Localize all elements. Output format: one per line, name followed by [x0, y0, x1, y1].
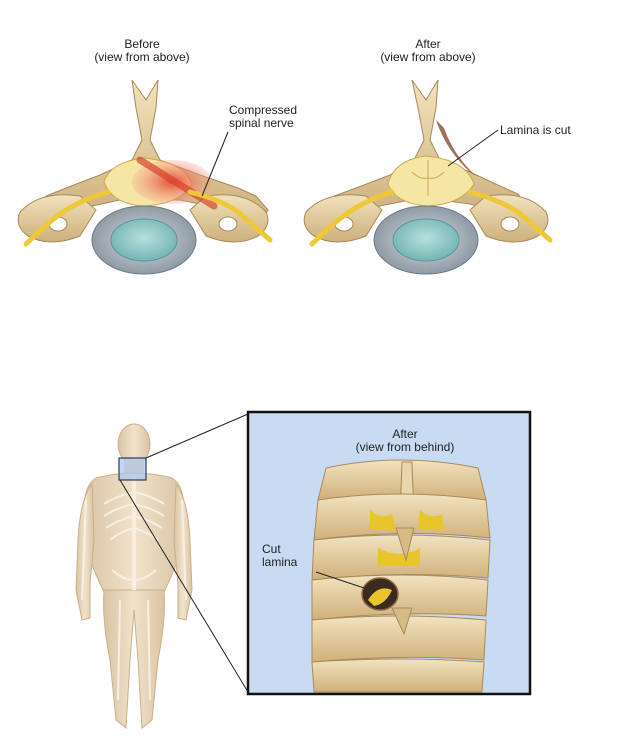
callout-line-compressed [201, 131, 229, 197]
inset-title: After (view from behind) [339, 428, 471, 454]
disc-core [110, 218, 178, 262]
before-title-line2: (view from above) [94, 50, 190, 64]
before-title: Before (view from above) [82, 38, 202, 64]
lamina-cut-label: Lamina is cut [500, 123, 571, 137]
after-title: After (view from above) [368, 38, 488, 64]
spinal-cord [387, 155, 475, 207]
inset-title-line1: After [392, 427, 418, 441]
cut-lamina-surface [436, 120, 476, 176]
compressed-label-line2: spinal nerve [229, 116, 294, 130]
inset-title-line2: (view from behind) [355, 440, 455, 454]
disc-core [392, 218, 460, 262]
vertebra-before [17, 79, 273, 275]
callout-line-cut-lamina [315, 571, 365, 589]
nerve-left [23, 189, 111, 247]
before-title-line1: Before [124, 37, 160, 51]
cut-lamina-line1: Cut [262, 542, 281, 556]
zoom-line-bottom [119, 479, 249, 693]
neck-highlight-box [118, 457, 147, 481]
spine-posterior [311, 459, 491, 693]
body-figure [75, 423, 193, 729]
cut-lamina-line2: lamina [262, 555, 298, 569]
vertebra-after [303, 79, 553, 275]
inset-panel [246, 410, 532, 696]
spinous-process [321, 79, 529, 221]
compressed-label-line1: Compressed [229, 103, 298, 117]
after-title-line2: (view from above) [380, 50, 476, 64]
cut-lamina-label: Cut lamina [262, 543, 297, 569]
compressed-nerve-label: Compressed spinal nerve [229, 104, 297, 130]
nerve-right [187, 189, 273, 243]
nerve-right [467, 189, 553, 243]
nerve-left [309, 189, 395, 247]
callout-line-lamina-cut [447, 129, 499, 167]
zoom-line-top [145, 413, 249, 459]
after-title-line1: After [415, 37, 441, 51]
